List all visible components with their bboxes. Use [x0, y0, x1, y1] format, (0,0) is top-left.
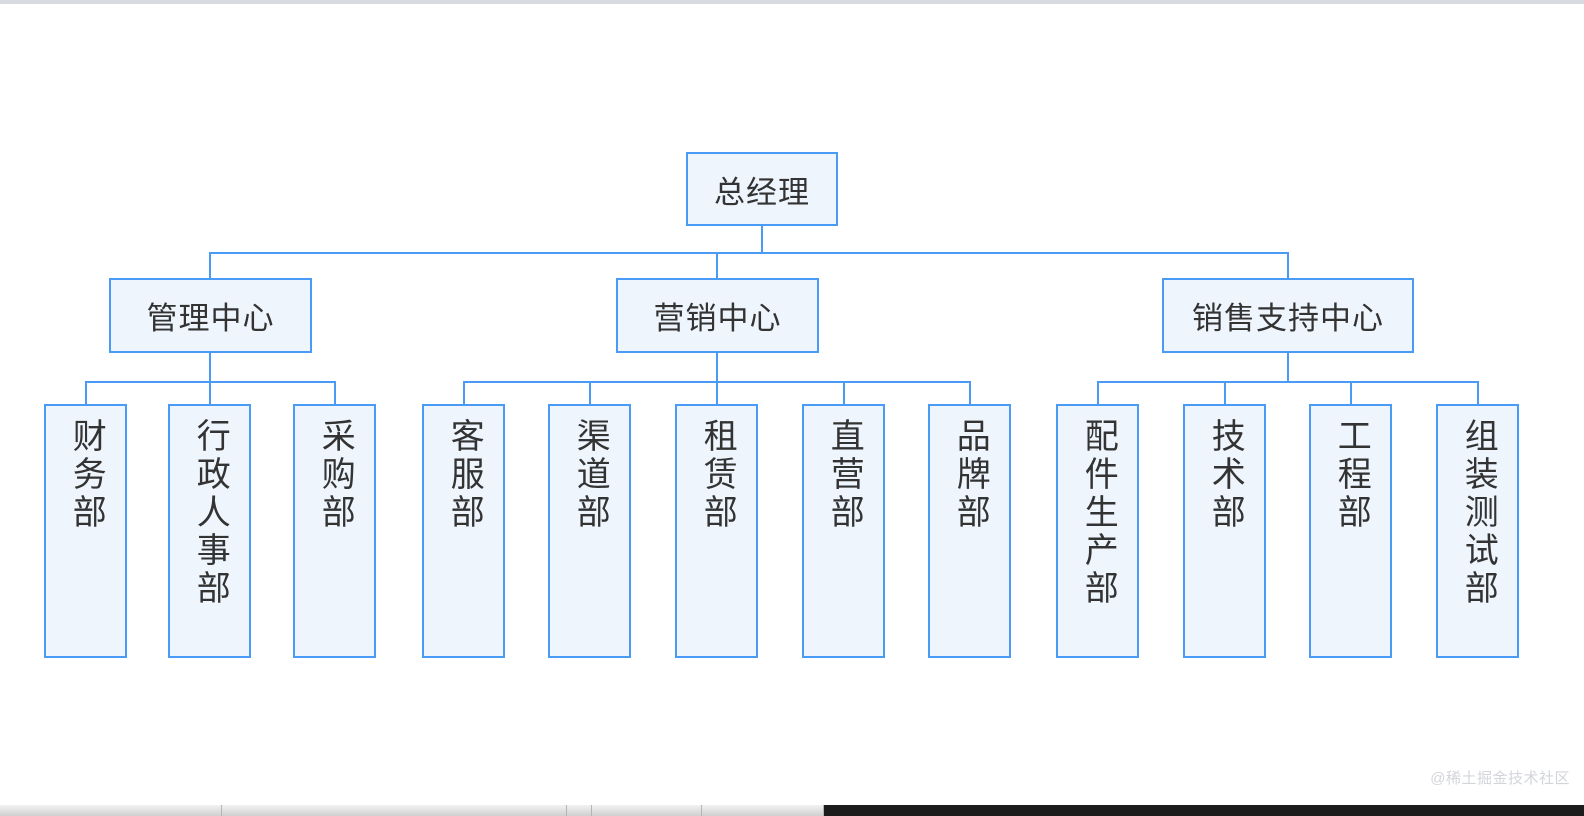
node-technology-department[interactable]: 技术部 — [1183, 404, 1266, 658]
node-label: 采购部 — [316, 418, 355, 532]
toolbar-dark-region — [824, 805, 1584, 816]
node-label: 直营部 — [825, 418, 864, 532]
connector-management-stem — [209, 353, 211, 382]
node-general-manager[interactable]: 总经理 — [686, 152, 838, 226]
connector-drop-assembly-test — [1477, 381, 1479, 405]
bottom-toolbar-sliver — [0, 805, 1584, 816]
connector-drop-parts-production — [1097, 381, 1099, 405]
connector-drop-sales-support — [1287, 252, 1289, 278]
node-label: 组装测试部 — [1459, 418, 1498, 608]
node-label: 配件生产部 — [1079, 418, 1118, 608]
connector-drop-channel — [589, 381, 591, 405]
connector-root-stem — [761, 226, 763, 254]
watermark: @稀土掘金技术社区 — [1430, 770, 1570, 787]
toolbar-segment — [0, 805, 222, 816]
node-admin-hr-department[interactable]: 行政人事部 — [168, 404, 251, 658]
node-label: 总经理 — [714, 174, 810, 210]
connector-drop-procurement — [334, 381, 336, 405]
connector-marketing-stem — [716, 353, 718, 382]
node-label: 租赁部 — [698, 418, 737, 532]
connector-sales-support-bus — [1097, 381, 1478, 383]
node-label: 财务部 — [67, 418, 106, 532]
node-label: 工程部 — [1332, 418, 1371, 532]
connector-drop-admin-hr — [209, 381, 211, 405]
node-label: 营销中心 — [653, 301, 782, 336]
connector-drop-finance — [85, 381, 87, 405]
node-label: 客服部 — [445, 418, 484, 532]
connector-sales-support-stem — [1287, 353, 1289, 382]
connector-drop-brand — [969, 381, 971, 405]
node-assembly-test-department[interactable]: 组装测试部 — [1436, 404, 1519, 658]
connector-level1-bus — [209, 252, 1289, 254]
node-label: 渠道部 — [571, 418, 610, 532]
connector-drop-engineering — [1350, 381, 1352, 405]
node-marketing-center[interactable]: 营销中心 — [616, 278, 819, 353]
connector-drop-management — [209, 252, 211, 278]
node-label: 品牌部 — [951, 418, 990, 532]
node-engineering-department[interactable]: 工程部 — [1309, 404, 1392, 658]
node-label: 管理中心 — [146, 301, 275, 336]
toolbar-segment — [222, 805, 567, 816]
connector-drop-direct-sales — [843, 381, 845, 405]
node-procurement-department[interactable]: 采购部 — [293, 404, 376, 658]
connector-drop-customer-service — [463, 381, 465, 405]
top-edge-strip — [0, 0, 1584, 4]
node-channel-department[interactable]: 渠道部 — [548, 404, 631, 658]
node-label: 销售支持中心 — [1192, 301, 1384, 336]
toolbar-segment — [567, 805, 592, 816]
toolbar-segment — [592, 805, 702, 816]
node-label: 技术部 — [1206, 418, 1245, 532]
node-leasing-department[interactable]: 租赁部 — [675, 404, 758, 658]
node-label: 行政人事部 — [191, 418, 230, 608]
node-sales-support-center[interactable]: 销售支持中心 — [1162, 278, 1414, 353]
node-brand-department[interactable]: 品牌部 — [928, 404, 1011, 658]
node-management-center[interactable]: 管理中心 — [109, 278, 312, 353]
node-parts-production-department[interactable]: 配件生产部 — [1056, 404, 1139, 658]
connector-drop-leasing — [716, 381, 718, 405]
node-customer-service-department[interactable]: 客服部 — [422, 404, 505, 658]
node-direct-sales-department[interactable]: 直营部 — [802, 404, 885, 658]
connector-drop-technology — [1224, 381, 1226, 405]
toolbar-segment — [702, 805, 824, 816]
connector-drop-marketing — [716, 252, 718, 278]
node-finance-department[interactable]: 财务部 — [44, 404, 127, 658]
